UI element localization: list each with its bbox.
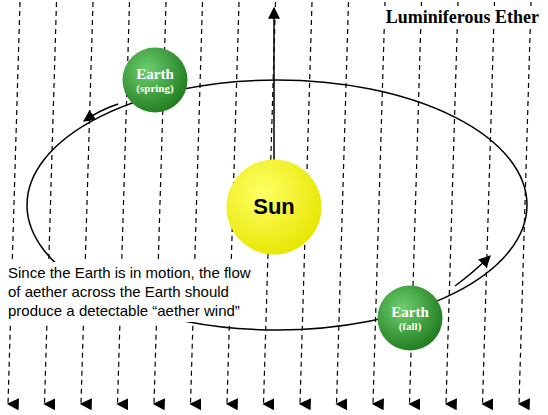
orbit-arrow-fall (455, 256, 490, 286)
ether-flow-line (45, 2, 57, 404)
body-name: Sun (253, 195, 295, 219)
ether-flow-line (8, 2, 20, 404)
body-name: Earth (136, 66, 174, 83)
explanatory-note: Since the Earth is in motion, the flow o… (4, 262, 264, 322)
ether-flow-line (446, 2, 458, 404)
body-name: Earth (391, 304, 429, 321)
sun-motion-arrow (273, 8, 275, 160)
ether-flow-line (373, 2, 385, 404)
orbit-arrow-spring (84, 104, 118, 121)
season-label: (fall) (399, 320, 422, 332)
ether-flow-line (337, 2, 349, 404)
ether-flow-lines (8, 2, 531, 404)
earth-spring-circle: Earth(spring) (122, 47, 188, 113)
ether-flow-line (81, 2, 93, 404)
ether-flow-line (118, 2, 130, 404)
ether-flow-line (191, 2, 203, 404)
sun-circle: Sun (226, 159, 322, 255)
earth-fall-circle: Earth(fall) (377, 285, 443, 351)
ether-flow-line (483, 2, 495, 404)
diagram-title: Luminiferous Ether (383, 6, 542, 29)
season-label: (spring) (136, 82, 173, 94)
ether-flow-line (519, 2, 531, 404)
